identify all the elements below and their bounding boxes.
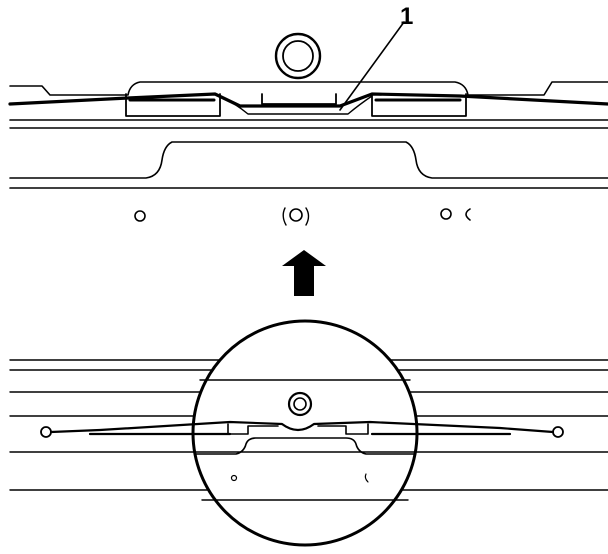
cable-end-right	[552, 426, 564, 438]
central-clip	[261, 93, 337, 105]
fastener-inner-ring	[282, 40, 314, 72]
center-hole-mark-left	[282, 207, 287, 226]
right-retaining-block	[371, 93, 467, 117]
clip-lower-curve	[219, 95, 373, 115]
fastener-outer-ring	[274, 32, 322, 80]
wire-cable-lower	[49, 420, 555, 434]
lower-fastener-outer	[287, 391, 313, 417]
lower-fastener-inner	[293, 397, 307, 411]
lower-overview	[9, 319, 608, 547]
raised-channel-outline	[9, 141, 608, 179]
mounting-slot-right	[465, 208, 471, 221]
cable-end-left	[40, 426, 52, 438]
left-retaining-block	[125, 93, 221, 117]
callout-leader-1	[339, 21, 405, 111]
center-hole-mark-right	[305, 207, 310, 226]
callout-label-1: 1	[400, 3, 413, 30]
upper-detail-view: 1	[8, 3, 608, 226]
magnified-hole-left	[230, 474, 238, 482]
lower-channel-outline	[195, 437, 415, 455]
wire-cable-upper	[8, 92, 608, 108]
magnified-mark-right	[364, 473, 369, 483]
lower-clip-right	[317, 423, 369, 435]
panel-top-outline	[9, 81, 608, 96]
mounting-hole-center	[289, 208, 303, 222]
mounting-hole-left	[134, 210, 146, 222]
up-arrow-icon	[282, 250, 326, 296]
lower-clip-left	[227, 423, 279, 435]
mounting-hole-right	[440, 208, 452, 220]
